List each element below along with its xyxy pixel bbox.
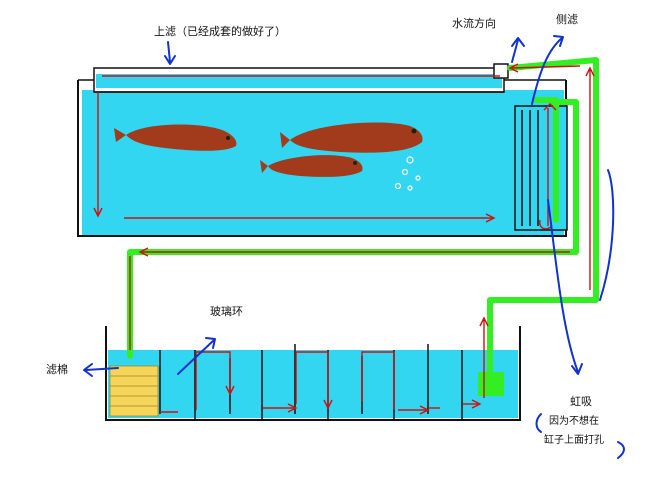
air-bubbles xyxy=(394,156,421,191)
label-siphon-note-line1: 因为不想在 xyxy=(549,416,599,427)
arowana-fish-1 xyxy=(114,124,237,151)
side-filter-box xyxy=(514,105,568,231)
label-filter-cotton: 滤棉 xyxy=(46,363,68,376)
annotation-arrows xyxy=(83,35,625,459)
label-flow-direction: 水流方向 xyxy=(452,17,496,30)
label-siphon-note-line2: 缸子上面打孔 xyxy=(544,435,604,446)
arowana-fish-2 xyxy=(280,122,423,153)
sump-frame xyxy=(105,326,521,421)
label-siphon: 虹吸 xyxy=(570,395,592,408)
top-filter-box xyxy=(93,63,509,93)
sump-tank xyxy=(105,326,521,421)
label-top-filter: 上滤（已经成套的做好了） xyxy=(154,25,286,38)
sump-water xyxy=(108,350,518,418)
label-side-filter: 侧滤 xyxy=(556,13,578,26)
arowana-fish-3 xyxy=(260,155,363,177)
filter-cotton-block xyxy=(109,365,159,417)
label-glass-rings: 玻璃环 xyxy=(210,305,243,318)
water-flow-arrows xyxy=(93,63,595,415)
